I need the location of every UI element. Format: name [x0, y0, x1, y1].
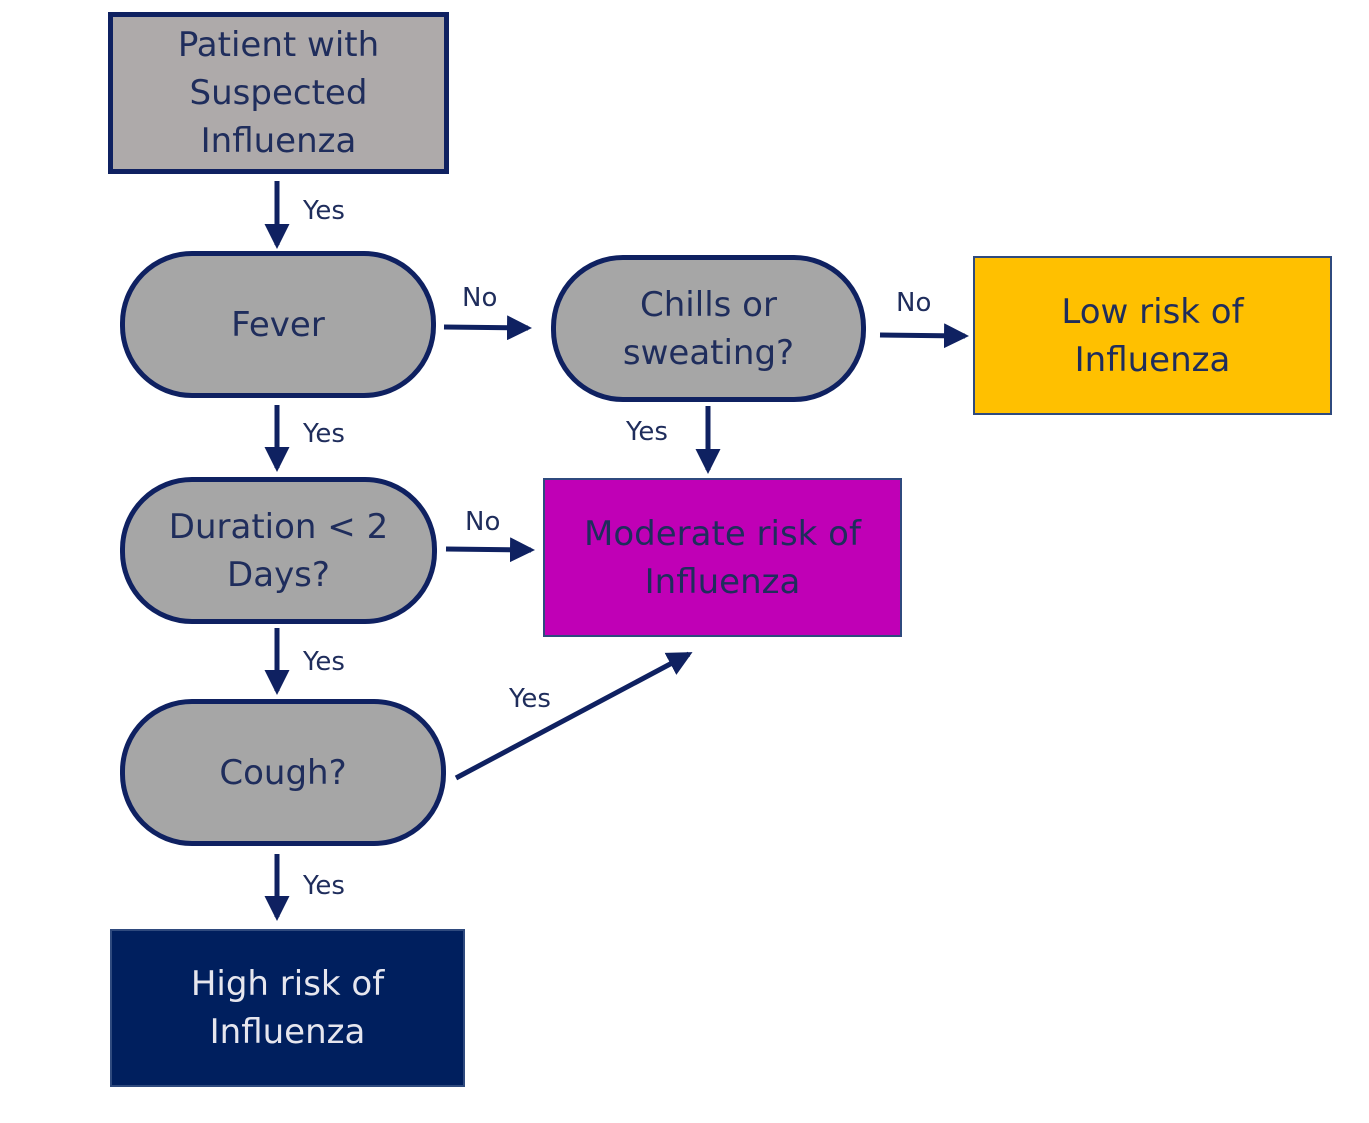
edge-label-duration-to-cough: Yes	[303, 647, 345, 677]
chills-decision-label: Chills or sweating?	[622, 284, 795, 373]
edge-label-chills-to-low: No	[896, 288, 932, 318]
moderate-risk-outcome-node: Moderate risk of Influenza	[543, 478, 902, 637]
low-risk-outcome-node: Low risk of Influenza	[973, 256, 1332, 415]
edge-label-chills-to-moderate: Yes	[626, 417, 668, 447]
arrow-duration-to-moderate	[445, 537, 535, 563]
chills-decision-node: Chills or sweating?	[551, 255, 866, 402]
duration-decision-label: Duration < 2 Days?	[168, 506, 389, 595]
low-risk-label: Low risk of Influenza	[1061, 291, 1244, 380]
edge-label-cough-to-moderate: Yes	[509, 684, 551, 714]
high-risk-outcome-node: High risk of Influenza	[110, 929, 465, 1087]
fever-decision-node: Fever	[120, 251, 436, 398]
moderate-risk-label: Moderate risk of Influenza	[584, 513, 861, 602]
edge-label-start-to-fever: Yes	[303, 196, 345, 226]
arrow-chills-to-low	[879, 323, 969, 349]
edge-label-fever-to-chills: No	[462, 283, 498, 313]
edge-label-fever-to-duration: Yes	[303, 419, 345, 449]
fever-decision-label: Fever	[231, 304, 325, 345]
start-node-label: Patient with Suspected Influenza	[177, 25, 380, 161]
arrow-cough-to-moderate	[454, 651, 693, 781]
edge-label-cough-to-high: Yes	[303, 871, 345, 901]
cough-decision-label: Cough?	[219, 752, 347, 793]
edge-label-duration-to-moderate: No	[465, 507, 501, 537]
start-node: Patient with Suspected Influenza	[108, 12, 449, 174]
cough-decision-node: Cough?	[120, 699, 446, 846]
arrow-fever-to-chills	[443, 315, 532, 341]
high-risk-label: High risk of Influenza	[190, 964, 385, 1052]
duration-decision-node: Duration < 2 Days?	[120, 477, 437, 624]
